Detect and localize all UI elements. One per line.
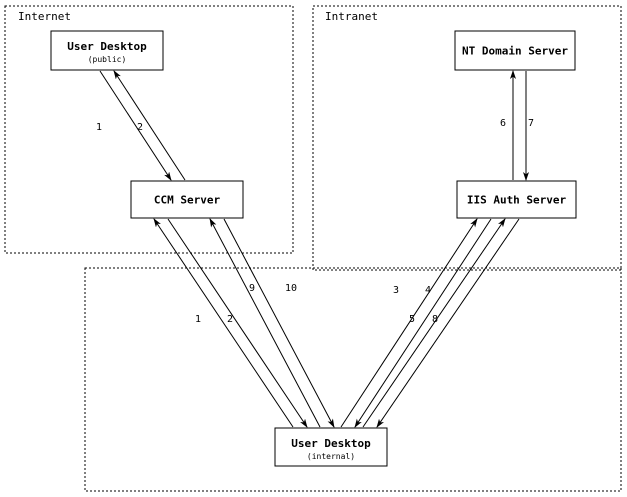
edge-arrow-edge-5 [362, 218, 506, 428]
edge-label-edge-9: 9 [249, 283, 255, 294]
edge-label-edge-8: 8 [432, 314, 438, 325]
node-box-nt-domain-server[interactable] [454, 30, 576, 71]
node-box-iis-auth-server[interactable] [456, 180, 577, 219]
edge-label-edge-5: 5 [409, 314, 415, 325]
zone-boundary-internet [4, 5, 294, 254]
edge-label-edge-7: 7 [528, 118, 534, 129]
zone-label-intranet: Intranet [325, 10, 378, 23]
edge-label-edge-10: 10 [285, 283, 297, 294]
node-title-ccm-server: CCM Server [154, 194, 221, 207]
node-user-desktop-public[interactable]: User Desktop (public) [50, 30, 164, 71]
node-box-user-desktop-public[interactable] [50, 30, 164, 71]
edge-label-edge-6: 6 [500, 118, 506, 129]
zone-internet: Internet [4, 5, 294, 254]
node-nt-domain-server[interactable]: NT Domain Server [454, 30, 576, 71]
node-title-nt-domain-server: NT Domain Server [462, 45, 568, 58]
edge-label-edge-2-public: 2 [137, 122, 143, 133]
edge-arrow-edge-9 [209, 218, 321, 428]
edge-arrow-edge-8 [376, 218, 520, 428]
node-box-user-desktop-internal[interactable] [274, 427, 388, 467]
edge-label-edge-2-internal: 2 [227, 314, 233, 325]
node-subtitle-user-desktop-internal: (internal) [307, 452, 355, 461]
zone-label-internet: Internet [18, 10, 71, 23]
zone-boundary-internal-lan [84, 267, 622, 492]
node-subtitle-user-desktop-public: (public) [88, 55, 127, 64]
edge-arrow-edge-1-internal [153, 218, 294, 428]
zone-boundary-intranet [312, 5, 622, 271]
edges-layer [99, 70, 529, 428]
edge-arrow-edge-10 [223, 218, 335, 428]
node-title-iis-auth-server: IIS Auth Server [467, 194, 567, 207]
edge-label-edge-4: 4 [425, 285, 431, 296]
edge-arrow-edge-4 [354, 218, 492, 428]
edge-arrow-edge-3 [340, 218, 478, 428]
edge-label-edge-1-public: 1 [96, 122, 102, 133]
node-iis-auth-server[interactable]: IIS Auth Server [456, 180, 577, 219]
zones-layer: Internet Intranet [4, 5, 622, 492]
node-ccm-server[interactable]: CCM Server [130, 180, 244, 219]
nodes-layer: User Desktop (public) CCM Server NT Domain … [50, 30, 577, 467]
edge-arrow-edge-2-public [113, 70, 186, 181]
node-user-desktop-internal[interactable]: User Desktop (internal) [274, 427, 388, 467]
edge-arrow-edge-2-internal [167, 218, 308, 428]
zone-intranet: Intranet [312, 5, 622, 271]
node-title-user-desktop-internal: User Desktop [291, 437, 371, 450]
zone-internal-lan [84, 267, 622, 492]
node-box-ccm-server[interactable] [130, 180, 244, 219]
edge-label-edge-1-internal: 1 [195, 314, 201, 325]
edge-labels-layer: 1 2 1 2 9 10 3 4 5 8 6 7 [96, 118, 534, 325]
edge-label-edge-3: 3 [393, 285, 399, 296]
node-title-user-desktop-public: User Desktop [67, 40, 147, 53]
edge-arrow-edge-1-public [99, 70, 172, 181]
